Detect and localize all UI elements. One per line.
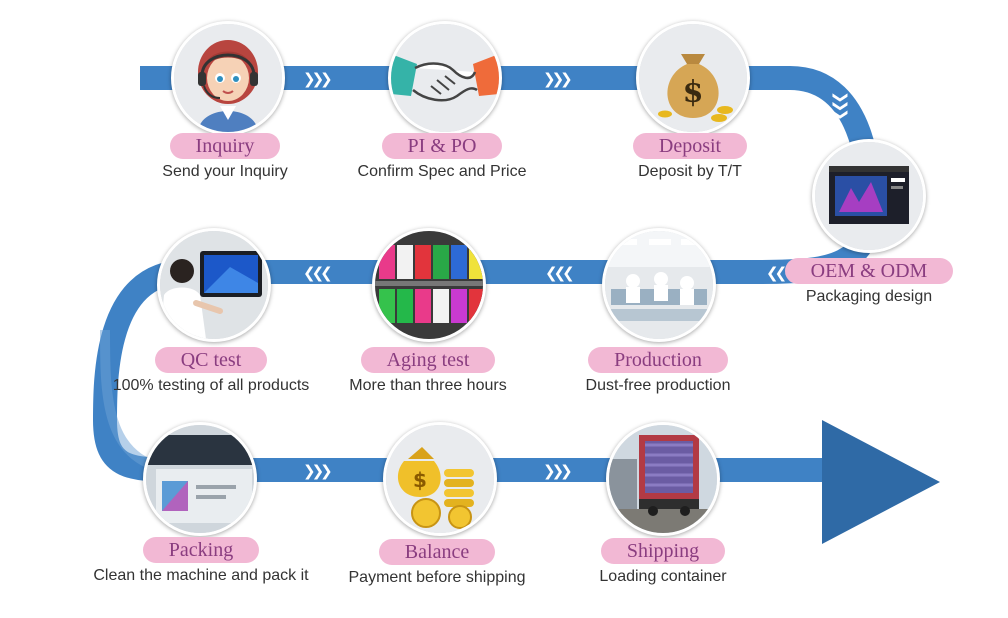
step-description: Clean the machine and pack it <box>93 567 309 584</box>
chevron-right-icon: ❯❯❯ <box>303 462 333 480</box>
chevron-down-icon: ❯❯❯ <box>69 367 88 393</box>
step-label: Deposit <box>632 133 748 159</box>
step-label: QC test <box>154 347 268 373</box>
step-description: Dust-free production <box>585 377 731 394</box>
step-description: Loading container <box>599 568 727 585</box>
svg-text:$: $ <box>683 75 704 110</box>
step-qc-test: QC test 100% testing of all products <box>91 347 331 395</box>
chevron-down-icon: ❯❯❯ <box>831 91 850 117</box>
step-description: Packaging design <box>805 288 933 305</box>
step-description: 100% testing of all products <box>112 377 310 394</box>
inspector-icon <box>157 228 271 342</box>
step-oem-odm: OEM & ODM Packaging design <box>749 258 989 306</box>
step-label: OEM & ODM <box>784 258 954 284</box>
money-bag-icon: $ <box>636 21 750 135</box>
chevron-right-icon: ❯❯❯ <box>543 70 573 88</box>
handshake-icon <box>388 21 502 135</box>
step-description: More than three hours <box>349 377 507 394</box>
monitors-rack-icon <box>372 228 486 342</box>
boxed-machine-icon <box>143 422 257 536</box>
factory-icon <box>602 228 716 342</box>
step-description: Send your Inquiry <box>162 163 288 180</box>
step-description: Deposit by T/T <box>638 163 742 180</box>
step-production: Production Dust-free production <box>538 347 778 395</box>
chevron-left-icon: ❮❮❮ <box>545 264 575 282</box>
step-label: PI & PO <box>381 133 503 159</box>
step-packing: Packing Clean the machine and pack it <box>81 537 321 585</box>
chevron-right-icon: ❯❯❯ <box>303 70 333 88</box>
step-balance: Balance Payment before shipping <box>317 539 557 587</box>
step-label: Packing <box>142 537 260 563</box>
step-inquiry: Inquiry Send your Inquiry <box>105 133 345 181</box>
step-label: Shipping <box>600 538 726 564</box>
step-label: Production <box>588 347 728 373</box>
step-pi-po: PI & PO Confirm Spec and Price <box>322 133 562 181</box>
step-description: Payment before shipping <box>348 569 526 586</box>
customer-service-icon <box>171 21 285 135</box>
packaging-box-icon <box>812 139 926 253</box>
step-description: Confirm Spec and Price <box>357 163 527 180</box>
step-shipping: Shipping Loading container <box>543 538 783 586</box>
step-label: Inquiry <box>169 133 281 159</box>
container-truck-icon <box>606 422 720 536</box>
svg-text:$: $ <box>413 468 427 492</box>
chevron-left-icon: ❮❮❮ <box>303 264 333 282</box>
chevron-right-icon: ❯❯❯ <box>543 462 573 480</box>
step-deposit: Deposit Deposit by T/T <box>570 133 810 181</box>
step-label: Balance <box>378 539 496 565</box>
gold-coins-icon: $ <box>383 422 497 536</box>
step-label: Aging test <box>360 347 496 373</box>
flow-arrow-head <box>822 420 940 544</box>
step-aging-test: Aging test More than three hours <box>308 347 548 395</box>
